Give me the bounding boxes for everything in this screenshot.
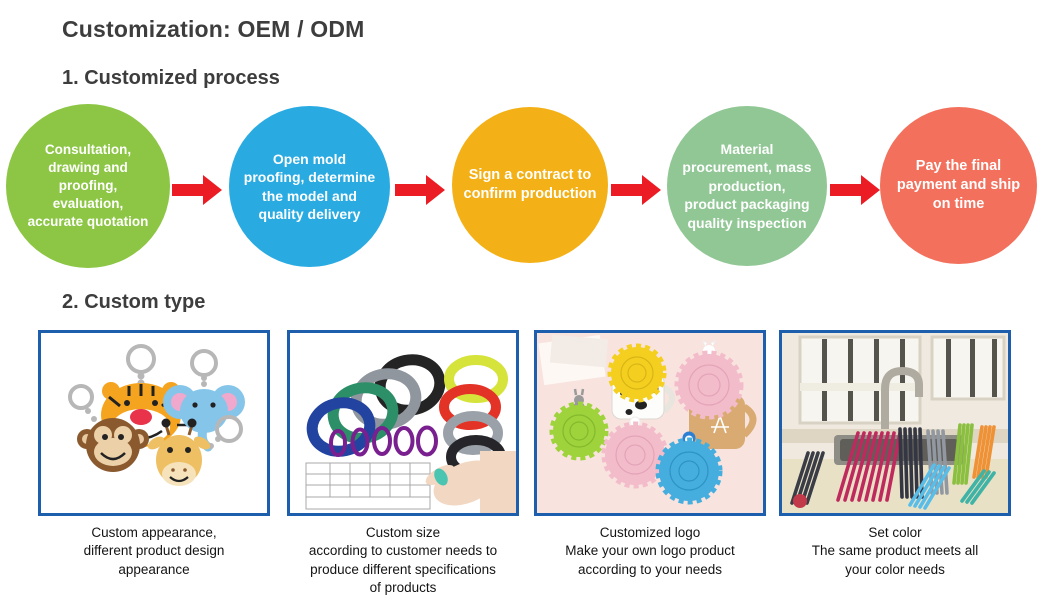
animal-keychains-image (41, 333, 267, 513)
arrow-right-icon (172, 175, 222, 205)
arrow-right-icon (611, 175, 661, 205)
sink-drying-racks-image (782, 333, 1008, 513)
process-step-3: Sign a contract to confirm production (452, 107, 608, 263)
silicone-rings-image (290, 333, 516, 513)
section-1-title: 1. Customized process (62, 67, 280, 89)
arrow-right-icon (830, 175, 880, 205)
custom-type-card-appearance (38, 330, 270, 516)
process-step-1-label: Consultation, drawing and proofing, eval… (27, 142, 149, 229)
custom-type-caption-color: Set color The same product meets all you… (811, 525, 979, 577)
cup-lids-image (537, 333, 763, 513)
custom-type-caption-logo: Customized logo Make your own logo produ… (565, 525, 735, 577)
process-step-4-label: Material procurement, mass production, p… (682, 140, 812, 231)
process-step-4: Material procurement, mass production, p… (667, 106, 827, 266)
process-step-2: Open mold proofing, determine the model … (229, 106, 390, 267)
process-step-2-label: Open mold proofing, determine the model … (243, 150, 376, 222)
process-step-1: Consultation, drawing and proofing, eval… (6, 104, 170, 268)
page-title: Customization: OEM / ODM (62, 16, 365, 42)
custom-type-card-size (287, 330, 519, 516)
process-step-5: Pay the final payment and ship on time (880, 107, 1037, 264)
arrow-right-icon (395, 175, 445, 205)
custom-type-caption-size: Custom size according to customer needs … (308, 525, 498, 596)
custom-type-card-color (779, 330, 1011, 516)
process-step-5-label: Pay the final payment and ship on time (896, 157, 1021, 213)
section-2-title: 2. Custom type (62, 291, 206, 313)
process-step-3-label: Sign a contract to confirm production (463, 166, 597, 202)
custom-type-card-logo (534, 330, 766, 516)
custom-type-caption-appearance: Custom appearance, different product des… (83, 525, 225, 577)
